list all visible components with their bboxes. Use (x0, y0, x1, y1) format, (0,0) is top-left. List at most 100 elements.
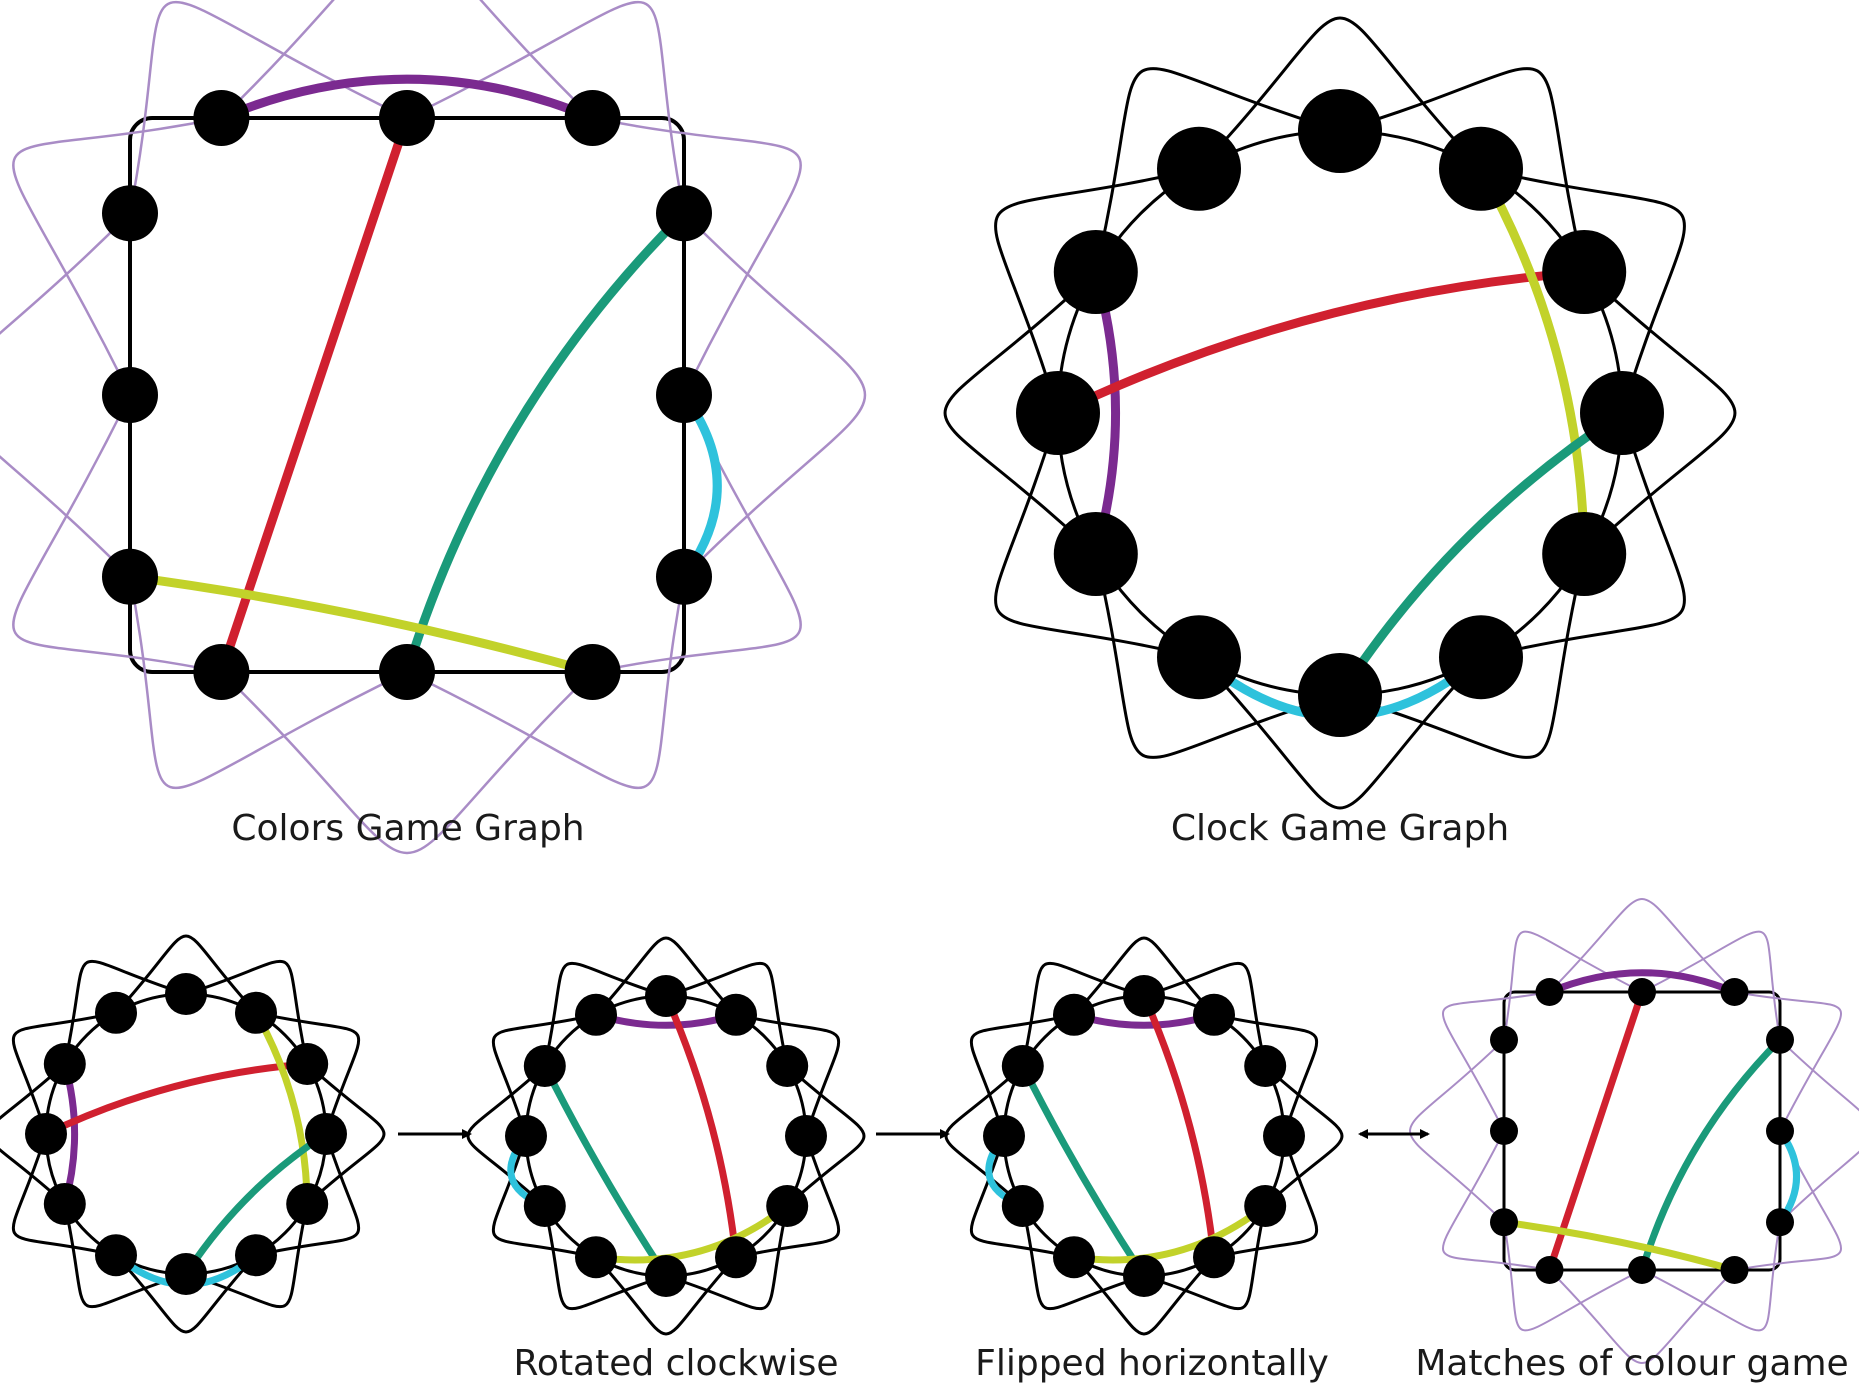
vertex (1439, 126, 1523, 211)
outer-loop-edge (11, 1011, 117, 1135)
vertex (766, 1185, 809, 1227)
vertex (766, 1045, 809, 1087)
outer-loop-edge (1548, 898, 1736, 993)
outer-loop-edge (1734, 991, 1842, 1132)
edge (1336, 409, 1625, 698)
vertex (165, 973, 207, 1015)
vertex (1298, 653, 1382, 737)
vertex (165, 1253, 207, 1295)
inner-ring (44, 992, 328, 1276)
outer-loop-edge (665, 961, 789, 1067)
edge (1548, 969, 1736, 996)
vertex (235, 1234, 277, 1277)
edge (1056, 267, 1585, 418)
vertex (1123, 975, 1165, 1017)
vertex (656, 185, 712, 242)
outer-loop-edge (128, 0, 408, 214)
vertex (305, 1113, 347, 1155)
vertex (1263, 1115, 1305, 1157)
outer-loop-edge (491, 1013, 597, 1137)
vertex (564, 90, 621, 146)
outer-loop-edge (592, 116, 802, 396)
outer-loop-edge (1734, 1130, 1842, 1271)
outer-loop-edge (1641, 930, 1781, 1040)
vertex (1720, 1256, 1749, 1284)
outer-loop-edge (1021, 961, 1145, 1067)
vertex (523, 1045, 566, 1087)
edge (662, 994, 740, 1258)
outer-loop-edge (1143, 1205, 1267, 1311)
vertex (1157, 126, 1241, 211)
vertex (1001, 1045, 1044, 1087)
outer-loop-edge (1213, 1013, 1319, 1137)
vertex (43, 1183, 86, 1225)
outer-loop-edge (128, 576, 408, 790)
outer-loop-edge (406, 576, 686, 790)
outer-loop-edge (1779, 1039, 1859, 1223)
vertex (1053, 230, 1138, 314)
edge (1638, 1037, 1783, 1272)
outer-loop-edge (592, 394, 802, 674)
outer-loop-edge (1094, 553, 1341, 759)
outer-loop-edge (406, 0, 686, 214)
vertex (1766, 1117, 1794, 1145)
vertex (1053, 993, 1095, 1036)
vertex (1439, 615, 1523, 700)
vertex (43, 1043, 86, 1085)
vertex (193, 90, 250, 146)
edge (402, 210, 688, 674)
caption-flipped-horizontally: Flipped horizontally (975, 1343, 1329, 1384)
outer-loop-edge (255, 1133, 361, 1257)
caption-colors-game-graph: Colors Game Graph (231, 808, 584, 849)
vertex (1016, 371, 1100, 455)
outer-loop-edge (1094, 67, 1341, 273)
edge (1073, 1203, 1268, 1264)
vertex (235, 991, 277, 1034)
vertex (645, 1255, 687, 1297)
caption-rotated-clockwise: Rotated clockwise (514, 1343, 839, 1384)
vertex (564, 644, 621, 700)
edge (1140, 994, 1218, 1258)
outer-loop-edge (1480, 412, 1686, 659)
outer-loop-edge (220, 671, 594, 855)
vertex (1193, 993, 1235, 1036)
outer-loop-edge (1409, 1039, 1505, 1223)
outer-loop-edge (735, 1013, 841, 1137)
outer-loop-edge (683, 212, 867, 578)
outer-loop-edge (114, 934, 258, 1014)
edge (219, 74, 595, 123)
vertex (1720, 978, 1749, 1006)
vertex (785, 1115, 827, 1157)
vertex (1490, 1117, 1518, 1145)
vertex (379, 644, 435, 700)
vertex (102, 185, 158, 242)
edge (1019, 1064, 1147, 1278)
vertex (286, 1183, 329, 1225)
vertex (286, 1043, 329, 1085)
vertex (379, 90, 435, 146)
outer-loop-edge (543, 961, 667, 1067)
outer-loop-edge (994, 167, 1200, 414)
outer-loop-edge (594, 936, 738, 1016)
outer-loop-edge (1021, 1205, 1145, 1311)
outer-loop-edge (969, 1013, 1075, 1137)
vertex (193, 644, 250, 700)
vertex (1628, 1256, 1656, 1284)
clock-game-graph (943, 16, 1737, 810)
outer-loop-edge (1548, 1269, 1736, 1364)
outer-loop-edge (1197, 16, 1483, 170)
vertex (1535, 1256, 1564, 1284)
vertex (983, 1115, 1025, 1157)
vertex (1490, 1208, 1518, 1237)
outer-loop-edge (0, 212, 131, 578)
edge (252, 1011, 311, 1205)
edge (129, 572, 594, 677)
outer-loop-edge (1442, 991, 1550, 1132)
edge (1503, 1218, 1736, 1274)
outer-loop-edge (1072, 936, 1216, 1016)
caption-matches-colour-game: Matches of colour game (1415, 1343, 1848, 1384)
outer-loop-edge (1339, 553, 1586, 759)
caption-clock-game-graph: Clock Game Graph (1171, 808, 1509, 849)
vertex (575, 1236, 617, 1279)
